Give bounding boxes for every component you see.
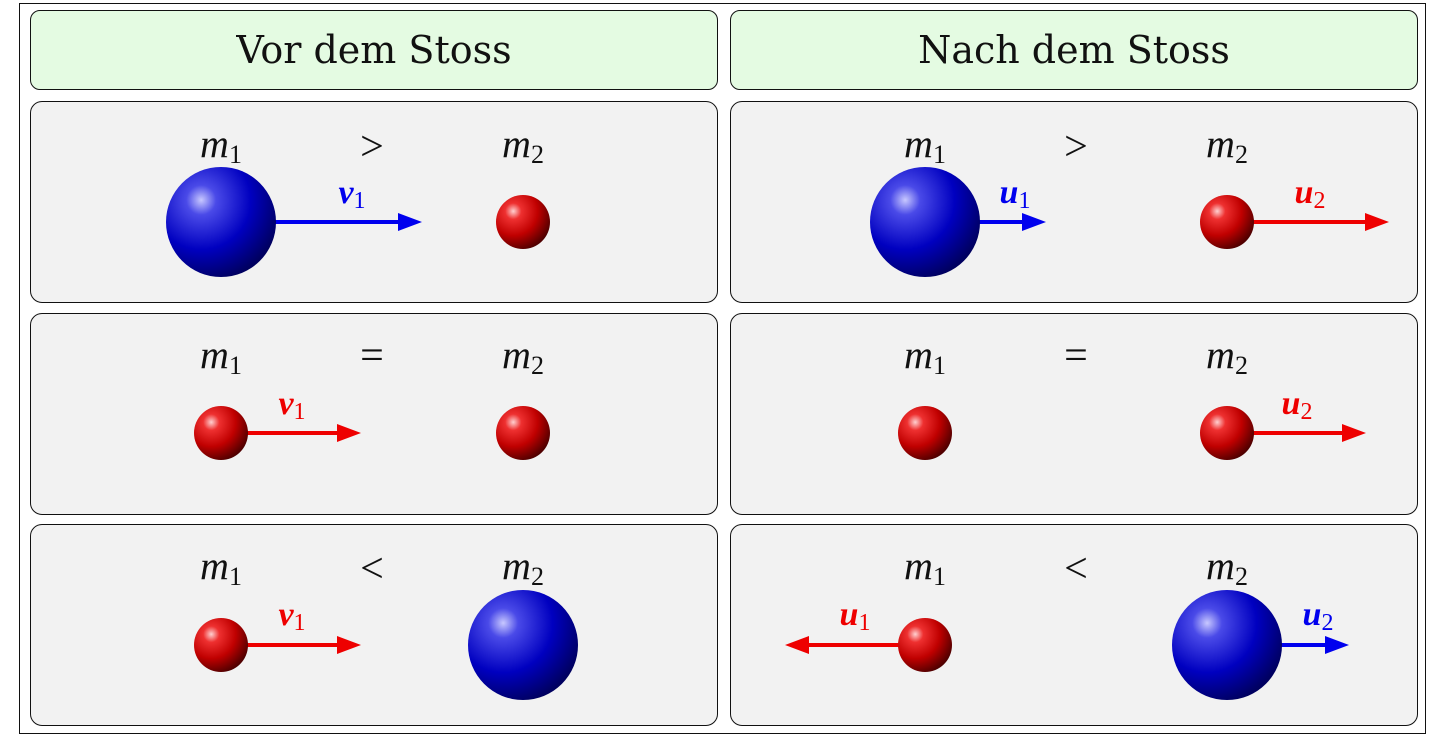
header-before-label: Vor dem Stoss — [236, 28, 512, 72]
mass-label-m1: m1 — [200, 121, 242, 169]
arrowhead — [1342, 424, 1366, 442]
mass-label-m2: m2 — [1206, 332, 1248, 380]
light-ball — [496, 195, 550, 249]
light-ball — [898, 406, 952, 460]
mass-label-m2: m2 — [502, 332, 544, 380]
panel-row3-after — [730, 524, 1418, 726]
header-after: Nach dem Stoss — [730, 10, 1418, 90]
panel-row1-before — [30, 101, 718, 303]
mass-label-m1: m1 — [904, 543, 946, 591]
velocity-label-v1: v1 — [278, 596, 306, 636]
mass-label-m2: m2 — [1206, 543, 1248, 591]
relation-symbol: < — [360, 546, 384, 592]
light-ball — [194, 406, 248, 460]
mass-label-m1: m1 — [200, 543, 242, 591]
velocity-label-u2: u2 — [1281, 385, 1313, 425]
header-after-label: Nach dem Stoss — [918, 28, 1230, 72]
velocity-label-u2: u2 — [1302, 596, 1334, 636]
panel-row1-after — [730, 101, 1418, 303]
mass-label-m1: m1 — [904, 121, 946, 169]
panel-row2-before — [30, 313, 718, 515]
light-ball — [194, 618, 248, 672]
heavy-ball — [166, 167, 276, 277]
relation-symbol: = — [1064, 333, 1088, 379]
light-ball — [1200, 195, 1254, 249]
heavy-ball — [468, 590, 578, 700]
mass-label-m2: m2 — [502, 121, 544, 169]
arrowhead — [398, 213, 422, 231]
arrowhead — [1365, 213, 1389, 231]
panel-row2-after — [730, 313, 1418, 515]
arrowhead — [1022, 213, 1046, 231]
mass-label-m1: m1 — [200, 332, 242, 380]
velocity-label-u1: u1 — [839, 596, 871, 636]
mass-label-m2: m2 — [1206, 121, 1248, 169]
mass-label-m1: m1 — [904, 332, 946, 380]
heavy-ball — [870, 167, 980, 277]
light-ball — [898, 618, 952, 672]
heavy-ball — [1172, 590, 1282, 700]
velocity-label-v1: v1 — [278, 385, 306, 425]
panel-row3-before — [30, 524, 718, 726]
velocity-label-u2: u2 — [1294, 174, 1326, 214]
velocity-label-v1: v1 — [338, 174, 366, 214]
light-ball — [1200, 406, 1254, 460]
relation-symbol: > — [1064, 124, 1088, 170]
light-ball — [496, 406, 550, 460]
header-before: Vor dem Stoss — [30, 10, 718, 90]
arrowhead — [785, 636, 809, 654]
velocity-label-u1: u1 — [999, 174, 1031, 214]
arrowhead — [1325, 636, 1349, 654]
mass-label-m2: m2 — [502, 543, 544, 591]
arrowhead — [337, 424, 361, 442]
relation-symbol: = — [360, 333, 384, 379]
relation-symbol: < — [1064, 546, 1088, 592]
arrowhead — [337, 636, 361, 654]
relation-symbol: > — [360, 124, 384, 170]
